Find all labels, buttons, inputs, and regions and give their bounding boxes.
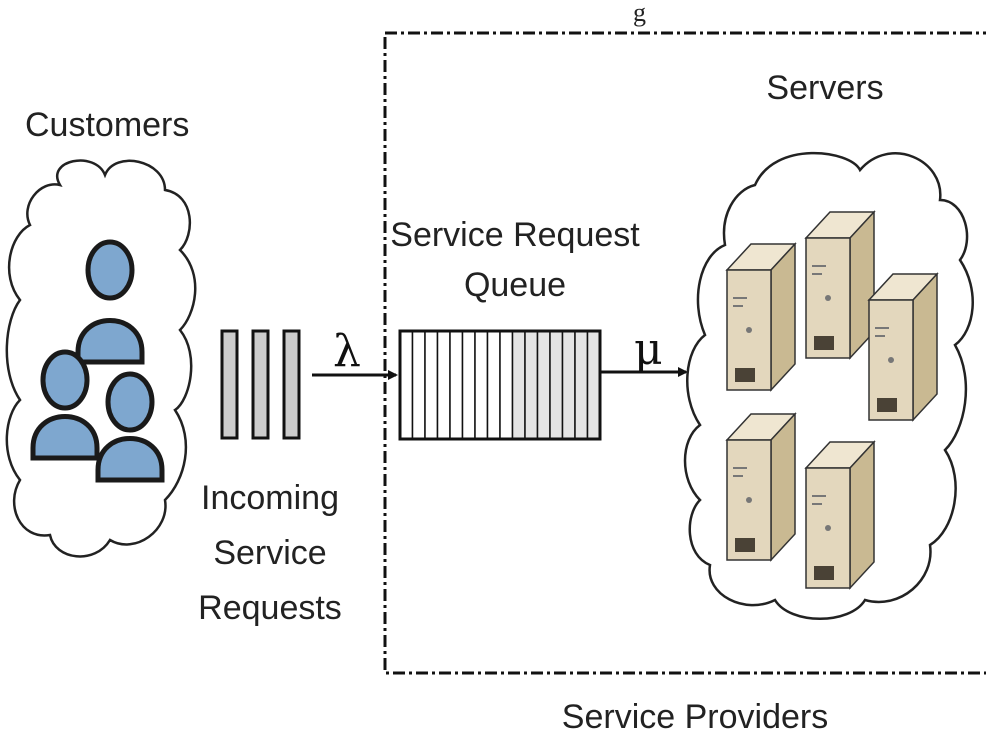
customers-label: Customers <box>25 106 190 144</box>
queue-slot <box>424 330 439 440</box>
incoming-request-block <box>282 329 301 440</box>
queue-slot <box>574 330 589 440</box>
customer-icon-2 <box>30 349 100 461</box>
queue-slot <box>549 330 564 440</box>
incoming-label-line2: Service <box>213 534 327 572</box>
queue-label-line1: Service Request <box>390 216 640 254</box>
service-providers-boundary <box>383 31 986 675</box>
service-request-queue <box>399 330 601 440</box>
incoming-requests-blocks <box>220 329 301 440</box>
customer-icon-1 <box>75 239 145 365</box>
queue-slot <box>436 330 451 440</box>
incoming-label-line3: Requests <box>198 589 342 627</box>
queue-outline <box>398 329 602 441</box>
server-tower-icon <box>725 412 797 562</box>
queue-slot <box>536 330 551 440</box>
service-providers-label: Service Providers <box>561 698 829 736</box>
server-tower-icon <box>804 440 876 590</box>
queue-slot <box>561 330 576 440</box>
service-rate-symbol: μ <box>634 324 663 375</box>
top-text-fragment: g <box>633 0 646 27</box>
incoming-request-block <box>251 329 270 440</box>
queue-slot <box>486 330 501 440</box>
queue-label-line2: Queue <box>463 266 567 304</box>
incoming-request-block <box>220 329 239 440</box>
queue-slot <box>461 330 476 440</box>
customer-icon-3 <box>95 371 165 483</box>
queue-slot <box>524 330 539 440</box>
server-tower-icon <box>867 272 939 422</box>
server-tower-icon <box>725 242 797 392</box>
queue-slot <box>449 330 464 440</box>
server-tower-icon <box>804 210 876 360</box>
servers-label: Servers <box>766 69 884 107</box>
queue-slot <box>411 330 426 440</box>
queue-slot <box>474 330 489 440</box>
queue-slot <box>399 330 414 440</box>
queue-slot <box>511 330 526 440</box>
incoming-label-line1: Incoming <box>201 479 339 517</box>
arrival-rate-symbol: λ <box>333 326 361 377</box>
queue-slot <box>499 330 514 440</box>
queue-slot <box>586 330 601 440</box>
